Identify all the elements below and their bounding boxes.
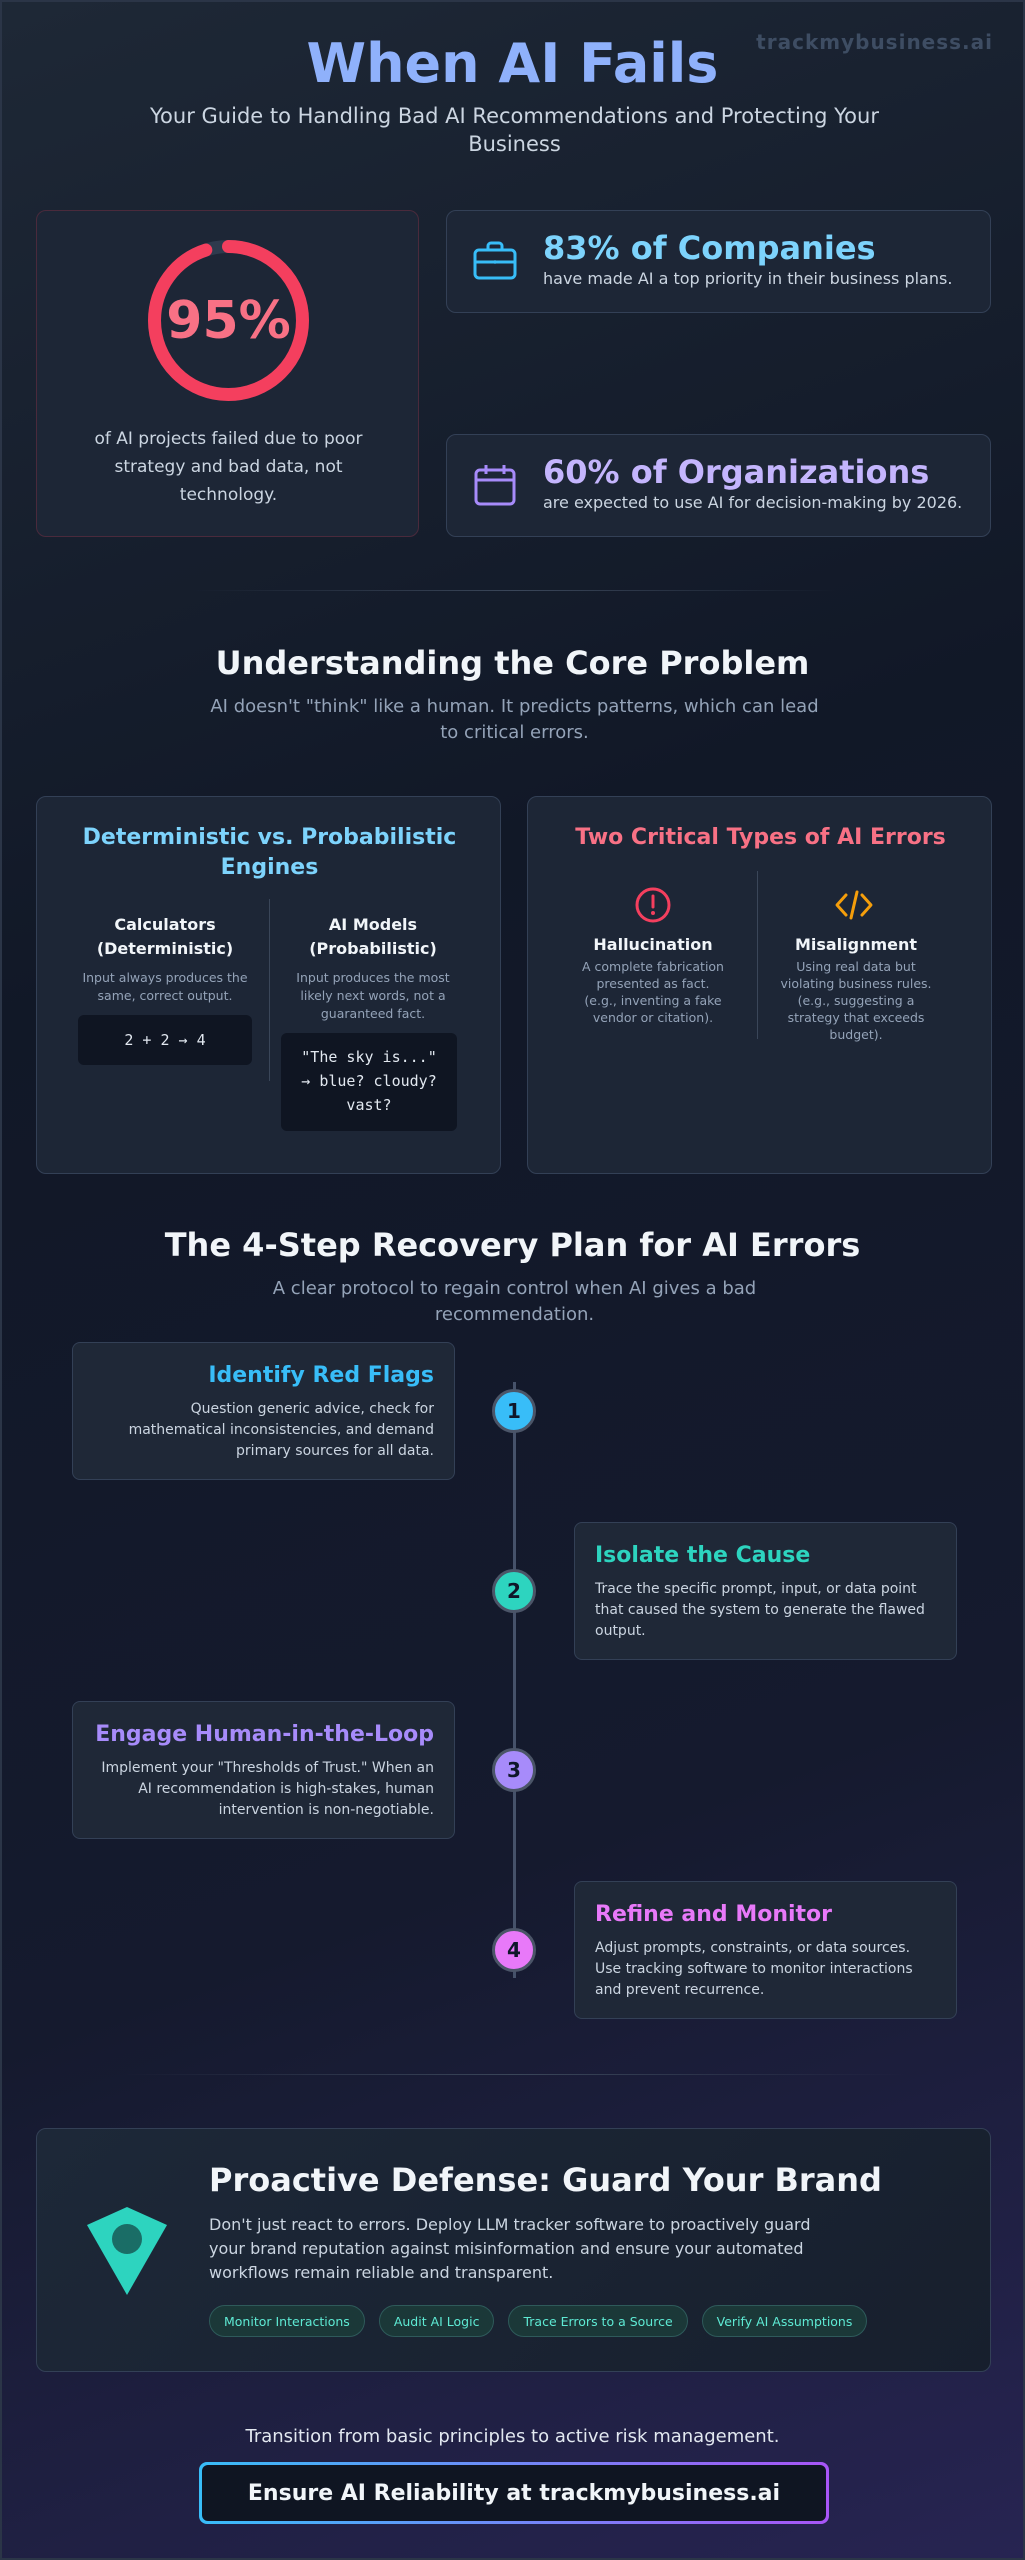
hallucination-text: A complete fabrication presented as fact… [582, 959, 724, 991]
cta-button[interactable]: Ensure AI Reliability at trackmybusiness… [199, 2462, 829, 2524]
step-number-1: 1 [492, 1389, 536, 1433]
organizations-stat-text: are expected to use AI for decision-maki… [543, 493, 963, 512]
step-number-2: 2 [492, 1569, 536, 1613]
failure-rate-value: 95% [166, 290, 291, 351]
step-card-2: Isolate the Cause Trace the specific pro… [574, 1522, 957, 1660]
errors-card: Two Critical Types of AI Errors Hallucin… [527, 796, 992, 1174]
alert-circle-icon [635, 887, 671, 923]
failure-rate-card: 95% of AI projects failed due to poor st… [36, 210, 419, 537]
ring-chart [148, 240, 309, 401]
companies-stat-card: 83% of Companies have made AI a top prio… [446, 210, 991, 313]
defense-text: Don't just react to errors. Deploy LLM t… [209, 2215, 811, 2282]
defense-tags: Monitor Interactions Audit AI Logic Trac… [209, 2305, 868, 2337]
footer-text: Transition from basic principles to acti… [245, 2426, 780, 2447]
probabilistic-text: Input produces the most likely next word… [296, 970, 450, 1021]
timeline-line [513, 1382, 516, 1978]
probabilistic-column: AI Models (Probabilistic) Input produces… [285, 913, 461, 1023]
step-title: Engage Human-in-the-Loop [95, 1722, 434, 1747]
misalignment-text: Using real data but violating business r… [780, 959, 932, 991]
tag-trace-errors[interactable]: Trace Errors to a Source [508, 2305, 688, 2337]
step-card-3: Engage Human-in-the-Loop Implement your … [72, 1701, 455, 1839]
step-text: Question generic advice, check for mathe… [128, 1401, 434, 1459]
companies-stat-text: have made AI a top priority in their bus… [543, 269, 953, 288]
tag-monitor-interactions[interactable]: Monitor Interactions [209, 2305, 365, 2337]
step-card-4: Refine and Monitor Adjust prompts, const… [574, 1881, 957, 2019]
step-text: Adjust prompts, constraints, or data sou… [595, 1940, 913, 1998]
probabilistic-example: "The sky is..." → blue? cloudy? vast? [281, 1033, 457, 1131]
misalignment-title: Misalignment [794, 935, 918, 954]
tag-audit-ai-logic[interactable]: Audit AI Logic [378, 2305, 495, 2337]
recovery-plan-subtitle: A clear protocol to regain control when … [272, 1278, 757, 1325]
core-problem-heading: Understanding the Core Problem [215, 644, 810, 682]
failure-rate-caption: of AI projects failed due to poor strate… [94, 429, 363, 505]
section-divider [122, 2074, 907, 2075]
proactive-defense-card: Proactive Defense: Guard Your Brand Don'… [36, 2128, 991, 2372]
briefcase-icon [473, 241, 517, 280]
page-subtitle: Your Guide to Handling Bad AI Recommenda… [150, 104, 879, 156]
errors-heading: Two Critical Types of AI Errors [575, 825, 946, 850]
page-title: When AI Fails [306, 32, 719, 95]
hallucination-example: (e.g., inventing a fake vendor or citati… [584, 993, 722, 1025]
deterministic-example: 2 + 2 → 4 [78, 1015, 252, 1065]
step-number-3: 3 [492, 1748, 536, 1792]
step-text: Trace the specific prompt, input, or dat… [595, 1581, 925, 1639]
step-title: Refine and Monitor [595, 1902, 833, 1927]
tag-verify-assumptions[interactable]: Verify AI Assumptions [701, 2305, 868, 2337]
deterministic-column: Calculators (Deterministic) Input always… [77, 913, 253, 1005]
probabilistic-title: AI Models (Probabilistic) [309, 915, 437, 958]
failure-rate-ring: 95% [147, 239, 310, 402]
engines-card: Deterministic vs. Probabilistic Engines … [36, 796, 501, 1174]
step-card-1: Identify Red Flags Question generic advi… [72, 1342, 455, 1480]
engines-heading: Deterministic vs. Probabilistic Engines [82, 825, 457, 880]
cta-label[interactable]: Ensure AI Reliability at trackmybusiness… [202, 2465, 826, 2521]
hallucination-title: Hallucination [593, 935, 713, 954]
code-icon [835, 890, 873, 920]
deterministic-title: Calculators (Deterministic) [96, 915, 234, 958]
errors-divider [757, 871, 758, 1039]
engines-divider [269, 899, 270, 1081]
misalignment-example: (e.g., suggesting a strategy that exceed… [787, 993, 925, 1042]
misalignment-column: Misalignment Using real data but violati… [774, 935, 938, 1043]
companies-stat-title: 83% of Companies [543, 229, 876, 267]
core-problem-subtitle: AI doesn't "think" like a human. It pred… [210, 696, 819, 743]
step-title: Isolate the Cause [595, 1543, 811, 1568]
ring-progress [148, 240, 309, 401]
recovery-plan-heading: The 4-Step Recovery Plan for AI Errors [164, 1226, 861, 1264]
defense-title: Proactive Defense: Guard Your Brand [209, 2161, 882, 2199]
calendar-icon [474, 465, 516, 506]
deterministic-text: Input always produces the same, correct … [82, 970, 248, 1003]
step-number-4: 4 [492, 1928, 536, 1972]
organizations-stat-card: 60% of Organizations are expected to use… [446, 434, 991, 537]
hallucination-column: Hallucination A complete fabrication pre… [576, 935, 730, 1026]
step-text: Implement your "Thresholds of Trust." Wh… [101, 1760, 434, 1818]
step-title: Identify Red Flags [208, 1363, 434, 1388]
brand-watermark[interactable]: trackmybusiness.ai [756, 30, 993, 54]
organizations-stat-title: 60% of Organizations [543, 453, 930, 491]
section-divider [192, 590, 837, 591]
shield-icon [87, 2207, 167, 2295]
